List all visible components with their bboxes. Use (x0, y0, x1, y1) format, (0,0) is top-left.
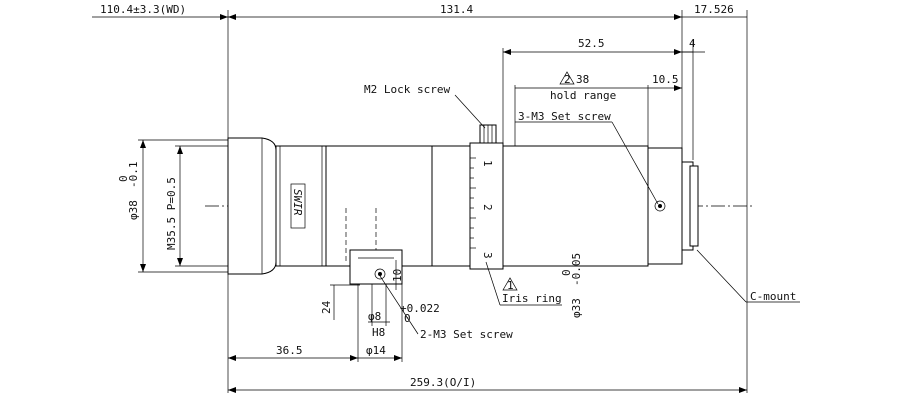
note-triangle-2 (559, 71, 575, 85)
lock-screw-leader (454, 94, 486, 129)
set-screw-3-leader (611, 121, 659, 205)
note-triangle-1 (502, 277, 518, 291)
iris-ring-body (431, 145, 471, 267)
label-36-5: 36.5 (276, 344, 303, 357)
rear-set-screw-center (658, 204, 662, 208)
arrow-131-left (228, 14, 236, 20)
label-hold-value: 38 (576, 73, 589, 86)
front-cap (227, 137, 277, 275)
arrow-total-left (228, 387, 236, 393)
arrow-38-top (140, 140, 146, 148)
label-10: 10 (391, 269, 404, 282)
arrow-thread-top (177, 146, 183, 154)
label-tol-33-upper: 0 (560, 269, 573, 276)
note-2-label: 2 (564, 73, 571, 86)
iris-scale-ticks (470, 157, 476, 249)
arrow-10-5 (674, 85, 682, 91)
iris-ring-leader (485, 261, 501, 306)
iris-scale-3: 3 (481, 252, 494, 259)
label-3-m3: 3-M3 Set screw (518, 110, 611, 123)
label-wd: 110.4±3.3(WD) (100, 3, 186, 16)
label-52-5: 52.5 (578, 37, 605, 50)
swir-label-box (290, 183, 306, 229)
label-tol-38-lower: -0.1 (127, 162, 140, 189)
arrow-38-bottom (140, 264, 146, 272)
c-mount-lip (689, 165, 699, 247)
arrow-14 (394, 355, 402, 361)
iris-scale-1: 1 (481, 160, 494, 167)
arrow-52-right (674, 49, 682, 55)
rear-set-screw (654, 200, 666, 212)
rear-barrel (502, 145, 649, 267)
label-10-5: 10.5 (652, 73, 679, 86)
set-screw-2-leader (379, 275, 419, 335)
label-c-mount: C-mount (750, 290, 796, 303)
label-tol-33-lower: -0.05 (570, 253, 583, 286)
front-barrel (275, 145, 327, 267)
mount-bracket (349, 249, 403, 285)
label-iris-ring: Iris ring (502, 292, 562, 305)
label-m2-lock: M2 Lock screw (364, 83, 450, 96)
bracket-screw-center (378, 272, 382, 276)
bracket-screw-hole (374, 268, 386, 280)
label-tol-38-upper: 0 (117, 175, 130, 182)
mid-barrel (325, 145, 433, 267)
label-hold-range: hold range (550, 89, 616, 102)
label-131: 131.4 (440, 3, 473, 16)
arrow-131-right (674, 14, 682, 20)
arrow-total-right (739, 387, 747, 393)
swir-label: SWIR (291, 189, 304, 216)
label-24: 24 (320, 300, 333, 314)
label-dia-14: φ14 (366, 344, 386, 357)
label-tol-8-lower: 0 (404, 312, 411, 325)
label-dia-33: φ33 (570, 298, 583, 318)
label-flange: 17.526 (694, 3, 734, 16)
arrow-36-left (228, 355, 236, 361)
lock-screw-knurl (483, 125, 493, 143)
iris-scale-2: 2 (481, 204, 494, 211)
label-thread: M35.5 P=0.5 (165, 177, 178, 250)
label-4: 4 (689, 37, 696, 50)
arrow-thread-bottom (177, 258, 183, 266)
label-2-m3: 2-M3 Set screw (420, 328, 513, 341)
c-mount-leader (696, 249, 747, 303)
label-dia-38: φ38 (127, 200, 140, 220)
label-tol-8-upper: +0.022 (400, 302, 440, 315)
label-total: 259.3(O/I) (410, 376, 476, 389)
arrow-52-left (503, 49, 511, 55)
arrow-wd (220, 14, 228, 20)
label-h8: H8 (372, 326, 385, 339)
label-dia-8: φ8 (368, 310, 381, 323)
arrow-36-right (350, 355, 358, 361)
note-1-label: 1 (507, 279, 514, 292)
